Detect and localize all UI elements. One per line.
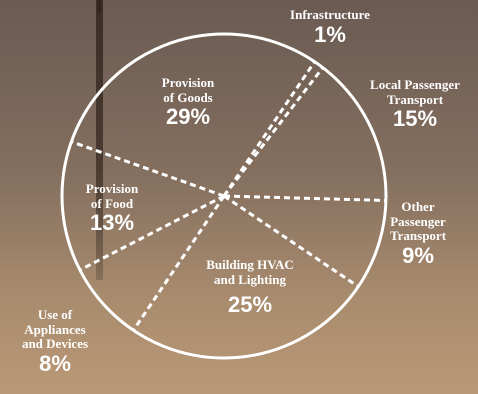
- slice-label-use-of-appliances: Use of Appliances and Devices 8%: [6, 307, 104, 376]
- radio-tower-tip: [98, 0, 101, 12]
- slice-label-other-passenger-transport: Other Passenger Transport 9%: [370, 199, 466, 268]
- slice-name: Provision of Food: [85, 181, 139, 211]
- slice-name: Building HVAC and Lighting: [206, 257, 294, 287]
- slice-name: Provision of Goods: [161, 75, 215, 105]
- slice-divider: [223, 194, 386, 202]
- slice-percent: 13%: [89, 210, 135, 236]
- slice-percent: 8%: [39, 350, 71, 376]
- slice-name: Use of Appliances and Devices: [21, 307, 89, 352]
- pie-outline: [60, 32, 388, 360]
- radio-tower-image: [96, 0, 103, 280]
- slice-label-infrastructure: Infrastructure 1%: [268, 7, 392, 47]
- slice-divider: [70, 140, 225, 198]
- slice-divider: [223, 194, 360, 288]
- slice-name: Other Passenger Transport: [389, 199, 447, 244]
- slice-percent: 15%: [392, 106, 438, 132]
- slice-name: Local Passenger Transport: [370, 77, 460, 107]
- slice-label-provision-of-goods: Provision of Goods 29%: [128, 75, 248, 130]
- slice-name: Infrastructure: [290, 7, 370, 22]
- slice-label-building-hvac: Building HVAC and Lighting 25%: [182, 257, 318, 318]
- slice-percent: 9%: [402, 242, 434, 268]
- slice-dividers: [70, 60, 386, 332]
- slice-divider: [222, 66, 324, 197]
- slice-percent: 25%: [227, 292, 273, 318]
- slice-label-local-passenger-transport: Local Passenger Transport 15%: [352, 77, 478, 132]
- slice-divider: [132, 195, 226, 332]
- slice-percent: 29%: [165, 104, 211, 130]
- slice-divider: [79, 194, 225, 272]
- slice-divider: [222, 60, 316, 197]
- slice-percent: 1%: [314, 21, 346, 47]
- slice-label-provision-of-food: Provision of Food 13%: [66, 181, 158, 236]
